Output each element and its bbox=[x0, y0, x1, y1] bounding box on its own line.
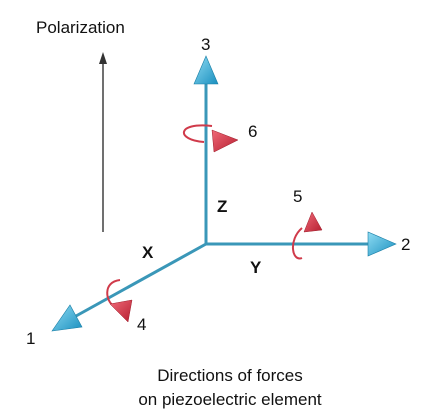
y-axis-label: Y bbox=[250, 258, 262, 277]
caption-line-2: on piezoelectric element bbox=[138, 390, 322, 409]
z-axis-number: 3 bbox=[201, 35, 210, 54]
z-axis bbox=[193, 55, 219, 244]
rotation-z-number: 6 bbox=[248, 122, 257, 141]
y-axis-number: 2 bbox=[401, 235, 410, 254]
x-arrowhead bbox=[51, 304, 83, 332]
y-arrowhead bbox=[367, 231, 397, 257]
rotation-y-arrow bbox=[292, 211, 323, 260]
x-axis-number: 1 bbox=[26, 329, 35, 348]
rotation-x-arrow bbox=[106, 279, 133, 323]
caption-line-1: Directions of forces bbox=[157, 366, 303, 385]
rotation-y-number: 5 bbox=[293, 187, 302, 206]
rotation-x-number: 4 bbox=[137, 315, 146, 334]
z-axis-label: Z bbox=[217, 197, 227, 216]
y-axis bbox=[206, 231, 397, 257]
rotation-z-arrow bbox=[183, 124, 239, 153]
x-axis bbox=[51, 242, 207, 332]
polarization-label: Polarization bbox=[36, 18, 125, 37]
x-axis-label: X bbox=[142, 243, 154, 262]
z-arrowhead bbox=[193, 55, 219, 85]
polarization-arrow bbox=[99, 52, 107, 232]
